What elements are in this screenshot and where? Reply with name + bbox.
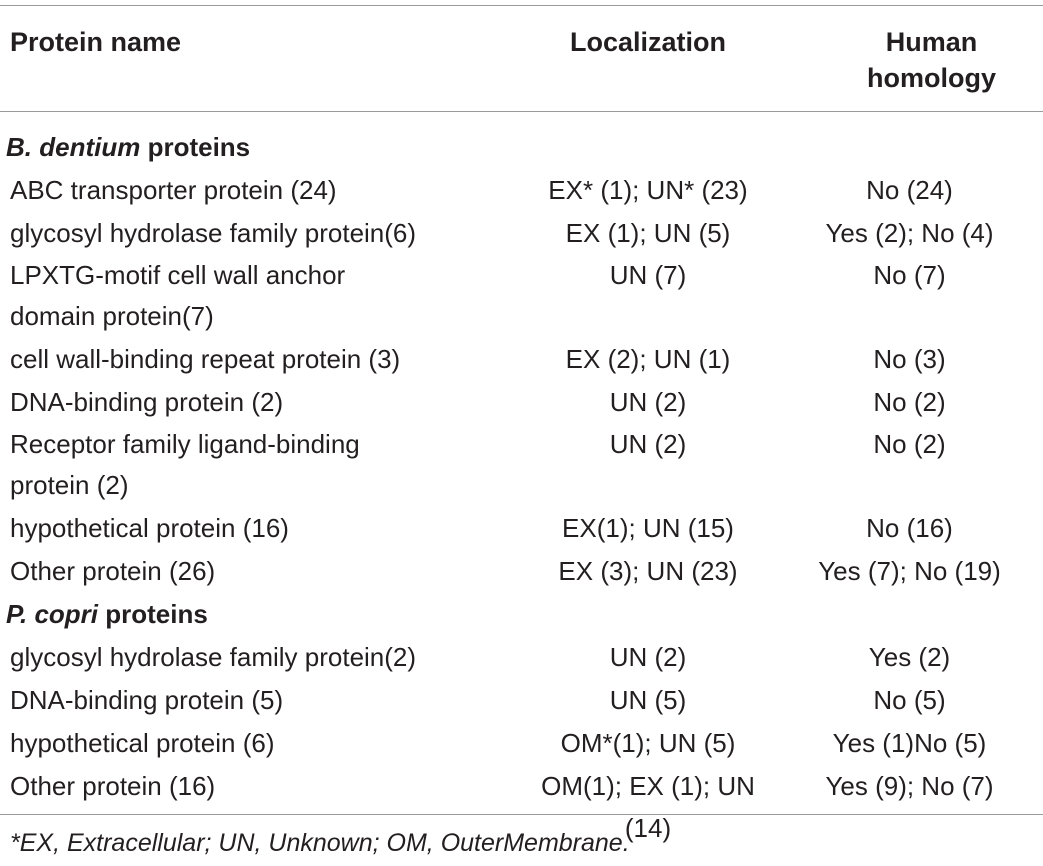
- cell-localization: EX(1); UN (15): [562, 513, 734, 543]
- cell-localization: UN (5): [609, 685, 687, 715]
- cell-localization: OM*(1); UN (5): [560, 728, 736, 758]
- cell-human-homology: No (16): [866, 513, 953, 543]
- protein-name-line: ABC transporter protein (24): [10, 175, 337, 205]
- cell-human-homology: No (2): [873, 429, 946, 459]
- table-row: Other protein (16) OM(1); EX (1); UN (14)…: [0, 765, 1043, 849]
- cell-protein-name: ABC transporter protein (24): [0, 169, 520, 211]
- cell-human-homology: No (24): [866, 175, 953, 205]
- table-row: cell wall-binding repeat protein (3) EX (…: [0, 338, 1043, 380]
- header-human-homology: Human homology: [820, 24, 1043, 96]
- cell-protein-name: glycosyl hydrolase family protein(2): [0, 636, 520, 678]
- protein-name-line: glycosyl hydrolase family protein(6): [10, 218, 417, 248]
- cell-protein-name: Receptor family ligand-binding protein (2…: [0, 424, 520, 506]
- cell-human-homology: Yes (7); No (19): [818, 556, 1001, 586]
- cell-localization: OM(1); EX (1); UN (14): [541, 771, 755, 843]
- table-row: Other protein (26) EX (3); UN (23) Yes (7)…: [0, 550, 1043, 592]
- cell-localization: EX (1); UN (5): [565, 218, 731, 248]
- section-heading: B. dentium proteins: [0, 126, 1043, 168]
- protein-name-line: Other protein (26): [10, 556, 216, 586]
- table-row: Receptor family ligand-binding protein (2…: [0, 424, 1043, 506]
- cell-human-homology: Yes (9); No (7): [825, 771, 994, 801]
- cell-protein-name: hypothetical protein (6): [0, 722, 520, 764]
- cell-protein-name: DNA-binding protein (2): [0, 381, 520, 423]
- cell-localization: EX (3); UN (23): [558, 556, 738, 586]
- protein-name-line: protein (2): [10, 470, 129, 500]
- table-row: LPXTG-motif cell wall anchor domain prote…: [0, 255, 1043, 337]
- cell-localization: EX* (1); UN* (23): [548, 175, 748, 205]
- cell-protein-name: LPXTG-motif cell wall anchor domain prote…: [0, 255, 520, 337]
- section-heading: P. copri proteins: [0, 593, 1043, 635]
- cell-localization: UN (2): [609, 387, 687, 417]
- cell-protein-name: Other protein (16): [0, 765, 520, 849]
- cell-localization: UN (2): [609, 429, 687, 459]
- header-localization: Localization: [569, 27, 726, 57]
- table-row: DNA-binding protein (2) UN (2) No (2): [0, 381, 1043, 423]
- cell-localization: UN (7): [609, 260, 687, 290]
- table-row: glycosyl hydrolase family protein(6) EX (…: [0, 212, 1043, 254]
- table-bottom-rule: [0, 814, 1043, 815]
- table-top-rule: [0, 5, 1043, 6]
- table-row: ABC transporter protein (24) EX* (1); UN*…: [0, 169, 1043, 211]
- table-row: hypothetical protein (16) EX(1); UN (15) N…: [0, 507, 1043, 549]
- cell-human-homology: No (5): [873, 685, 946, 715]
- protein-name-line: glycosyl hydrolase family protein(2): [10, 642, 417, 672]
- protein-name-line: DNA-binding protein (2): [10, 387, 284, 417]
- protein-name-line: DNA-binding protein (5): [10, 685, 284, 715]
- section-heading-species: B. dentium: [6, 132, 141, 162]
- header-human-homology-line1: Human: [885, 27, 978, 57]
- table-row: hypothetical protein (6) OM*(1); UN (5) Ye…: [0, 722, 1043, 764]
- protein-name-line: Other protein (16): [10, 771, 216, 801]
- section-heading-species: P. copri: [6, 599, 99, 629]
- header-human-homology-line2: homology: [867, 63, 996, 93]
- cell-protein-name: Other protein (26): [0, 550, 520, 592]
- cell-localization: UN (2): [609, 642, 687, 672]
- table-footnote: *EX, Extracellular; UN, Unknown; OM, Out…: [10, 829, 630, 857]
- protein-name-line: hypothetical protein (16): [10, 513, 289, 543]
- cell-human-homology: No (3): [873, 344, 946, 374]
- cell-protein-name: DNA-binding protein (5): [0, 679, 520, 721]
- table-row: glycosyl hydrolase family protein(2) UN (…: [0, 636, 1043, 678]
- protein-name-line: hypothetical protein (6): [10, 728, 275, 758]
- cell-human-homology: No (2): [873, 387, 946, 417]
- cell-human-homology: Yes (2): [868, 642, 951, 672]
- table-row: DNA-binding protein (5) UN (5) No (5): [0, 679, 1043, 721]
- protein-name-line: domain protein(7): [10, 301, 214, 331]
- cell-human-homology: Yes (2); No (4): [825, 218, 994, 248]
- cell-localization: EX (2); UN (1): [565, 344, 731, 374]
- cell-human-homology: Yes (1)No (5): [832, 728, 987, 758]
- protein-name-line: cell wall-binding repeat protein (3): [10, 344, 401, 374]
- protein-name-line: Receptor family ligand-binding: [10, 429, 360, 459]
- cell-human-homology: No (7): [873, 260, 946, 290]
- protein-name-line: LPXTG-motif cell wall anchor: [10, 260, 346, 290]
- section-heading-suffix: proteins: [98, 599, 208, 629]
- table-header-rule: [0, 111, 1043, 112]
- cell-protein-name: glycosyl hydrolase family protein(6): [0, 212, 520, 254]
- section-heading-suffix: proteins: [140, 132, 251, 162]
- cell-protein-name: hypothetical protein (16): [0, 507, 520, 549]
- header-protein-name: Protein name: [10, 27, 182, 57]
- cell-protein-name: cell wall-binding repeat protein (3): [0, 338, 520, 380]
